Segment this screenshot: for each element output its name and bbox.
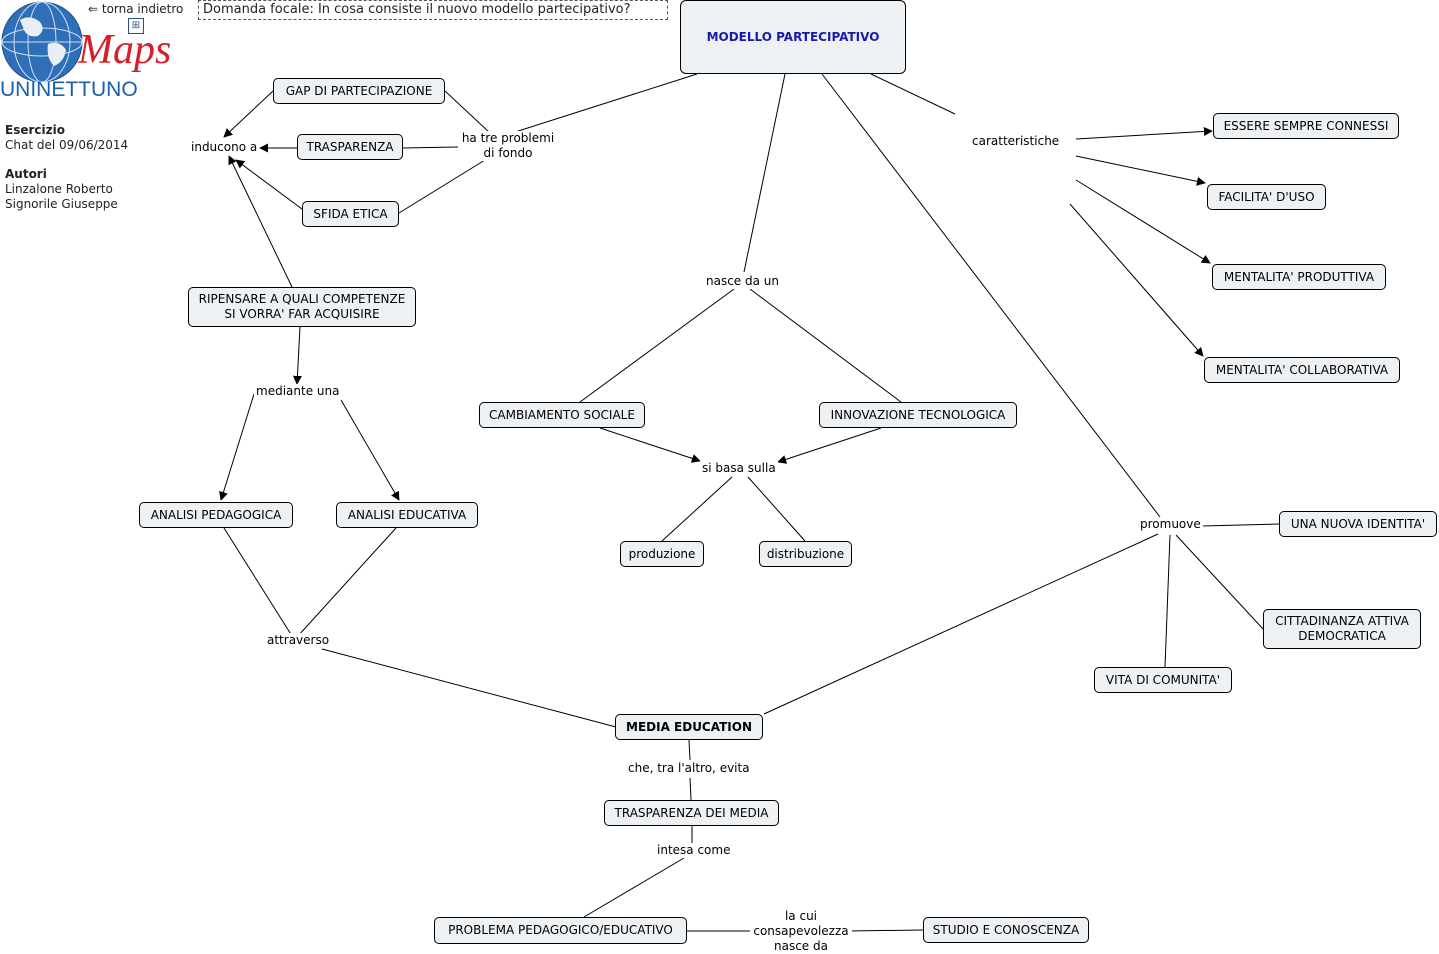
node-analisi-educativa[interactable]: ANALISI EDUCATIVA <box>336 502 478 528</box>
edge-ripensare-inducono <box>228 155 293 288</box>
node-problema-pedagogico[interactable]: PROBLEMA PEDAGOGICO/EDUCATIVO <box>434 917 687 944</box>
edge-innovazione-sibasa <box>777 427 882 464</box>
author-2: Signorile Giuseppe <box>5 197 118 211</box>
edge-analisiedu-attraverso <box>297 527 397 637</box>
edge-cheTra-trasparenzamedia <box>689 777 692 801</box>
link-intesa-come: intesa come <box>655 843 733 858</box>
edge-intesa-problema <box>583 857 685 918</box>
authors-heading: Autori <box>5 167 47 181</box>
node-mentalita-produttiva[interactable]: MENTALITA' PRODUTTIVA <box>1212 264 1386 290</box>
link-promuove: promuove <box>1138 517 1203 532</box>
node-facilita-uso[interactable]: FACILITA' D'USO <box>1207 184 1326 210</box>
edge-promuove-media <box>763 533 1159 715</box>
edge-nasce-cambiamento <box>579 288 735 403</box>
exercise-info: Esercizio Chat del 09/06/2014 <box>5 123 128 153</box>
edge-mediante-analisiped <box>219 393 255 501</box>
node-produzione[interactable]: produzione <box>620 541 704 567</box>
link-nasce-da: nasce da un <box>704 274 782 289</box>
node-modello-partecipativo[interactable]: MODELLO PARTECIPATIVO <box>680 0 906 74</box>
author-1: Linzalone Roberto <box>5 182 113 196</box>
node-innovazione-tecnologica[interactable]: INNOVAZIONE TECNOLOGICA <box>819 402 1017 428</box>
edge-lacui-studio <box>846 929 924 932</box>
edge-modello-caratteristiche <box>870 73 956 115</box>
edge-promuove-vita <box>1164 534 1171 668</box>
node-media-education[interactable]: MEDIA EDUCATION <box>615 714 763 740</box>
node-vita-comunita[interactable]: VITA DI COMUNITA' <box>1094 667 1232 693</box>
edge-sibasa-distribuzione <box>747 476 806 542</box>
edge-caratt-essere <box>1075 126 1213 140</box>
link-attraverso: attraverso <box>265 633 332 648</box>
edge-gap-inducono <box>223 90 274 138</box>
node-essere-connessi[interactable]: ESSERE SEMPRE CONNESSI <box>1213 113 1399 139</box>
edge-mediante-analisiedu <box>340 399 400 501</box>
edge-nasce-innovazione <box>749 288 902 403</box>
edge-promuove-cittadinanza <box>1175 534 1265 631</box>
node-trasparenza[interactable]: TRASPARENZA <box>297 134 403 160</box>
edge-trasp-hatre <box>401 146 459 149</box>
edge-gap-hatre <box>444 90 491 134</box>
edge-promuove-identita <box>1201 523 1280 527</box>
link-ha-tre-problemi: ha tre problemi di fondo <box>458 131 558 161</box>
edge-caratt-facilita <box>1075 155 1206 186</box>
edge-caratt-produttiva <box>1075 179 1211 264</box>
link-caratteristiche: caratteristiche <box>970 134 1062 149</box>
edge-caratt-collaborativa <box>1069 203 1204 357</box>
node-nuova-identita[interactable]: UNA NUOVA IDENTITA' <box>1279 511 1437 537</box>
node-distribuzione[interactable]: distribuzione <box>759 541 852 567</box>
node-analisi-pedagogica[interactable]: ANALISI PEDAGOGICA <box>139 502 293 528</box>
link-la-cui: la cui consapevolezza nasce da <box>750 909 852 954</box>
node-mentalita-collaborativa[interactable]: MENTALITA' COLLABORATIVA <box>1204 357 1400 383</box>
edge-analisiped-attraverso <box>223 527 293 637</box>
edge-sfida-hatre <box>398 159 486 214</box>
uninettuno-maps-logo[interactable]: Maps UNINETTUNO <box>0 0 190 104</box>
edge-modello-hatre <box>511 73 698 134</box>
edge-ripensare-mediante <box>292 326 302 385</box>
node-studio-conoscenza[interactable]: STUDIO E CONOSCENZA <box>923 917 1089 943</box>
edge-media-cheTra <box>688 739 691 761</box>
edge-attraverso-media <box>321 648 617 728</box>
link-che-tra: che, tra l'altro, evita <box>626 761 752 776</box>
edge-sibasa-produzione <box>661 476 733 542</box>
node-trasparenza-media[interactable]: TRASPARENZA DEI MEDIA <box>604 800 779 826</box>
link-si-basa: si basa sulla <box>700 461 778 476</box>
node-cittadinanza-attiva[interactable]: CITTADINANZA ATTIVA DEMOCRATICA <box>1263 609 1421 649</box>
node-sfida-etica[interactable]: SFIDA ETICA <box>302 201 399 227</box>
link-mediante: mediante una <box>254 384 342 399</box>
tree-view-icon[interactable]: ⊞ <box>128 18 144 34</box>
logo-brand-text: UNINETTUNO <box>0 78 138 101</box>
authors-info: Autori Linzalone Roberto Signorile Giuse… <box>5 167 118 212</box>
edge-cambiamento-sibasa <box>599 427 701 463</box>
edge-modello-nasce <box>743 73 786 273</box>
node-cambiamento-sociale[interactable]: CAMBIAMENTO SOCIALE <box>479 402 645 428</box>
link-inducono: inducono a <box>189 140 260 155</box>
edge-sfida-inducono <box>235 159 303 210</box>
exercise-heading: Esercizio <box>5 123 65 137</box>
logo-maps-text: Maps <box>78 27 172 73</box>
back-link[interactable]: ⇐ torna indietro <box>88 2 184 16</box>
focal-question: Domanda focale: In cosa consiste il nuov… <box>198 0 668 20</box>
exercise-value: Chat del 09/06/2014 <box>5 138 129 152</box>
globe-icon <box>1 1 83 83</box>
edge-modello-promuove <box>821 73 1161 518</box>
node-gap-partecipazione[interactable]: GAP DI PARTECIPAZIONE <box>273 78 445 104</box>
node-ripensare-competenze[interactable]: RIPENSARE A QUALI COMPETENZE SI VORRA' F… <box>188 287 416 327</box>
